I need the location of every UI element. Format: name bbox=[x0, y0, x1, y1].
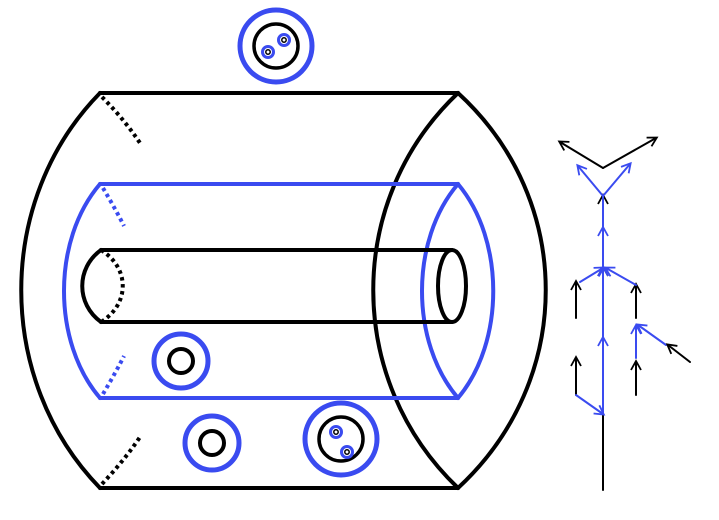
tree-top-black-left bbox=[557, 140, 604, 169]
outer-cylinder-right-rim-inner bbox=[371, 91, 460, 490]
inner-cylinder-hidden-left bbox=[99, 248, 125, 324]
middle-cylinder bbox=[62, 182, 496, 400]
inner-cylinder-left-end bbox=[80, 248, 103, 324]
middle-cylinder-left-end bbox=[62, 182, 102, 400]
tree-right-blue-diag bbox=[635, 323, 667, 346]
tree-left-blue-lower bbox=[575, 394, 606, 416]
outer-cylinder-left-end bbox=[19, 91, 102, 490]
middle-cylinder-hidden-bottom bbox=[101, 355, 126, 396]
outer-cylinder-hidden-top bbox=[100, 95, 142, 145]
inner-cylinder-right-end bbox=[436, 248, 468, 324]
disk-left bbox=[151, 331, 211, 391]
disk-bottom-right bbox=[302, 400, 380, 478]
tree-top-blue-left bbox=[576, 163, 604, 197]
outer-cylinder bbox=[19, 91, 548, 490]
outer-cylinder-right-rim-outer bbox=[456, 91, 548, 490]
tree-top-black-right bbox=[602, 136, 659, 169]
inner-cylinder bbox=[80, 248, 468, 324]
middle-cylinder-right-rim-inner bbox=[420, 182, 460, 400]
tree-graph bbox=[557, 136, 691, 491]
disk-bottom-left bbox=[182, 413, 242, 473]
middle-cylinder-hidden-top bbox=[101, 186, 126, 227]
tree-left-blue-upper bbox=[579, 266, 606, 283]
tree-top-blue-right bbox=[602, 161, 632, 197]
outer-cylinder-hidden-bottom bbox=[100, 435, 142, 486]
disk-top bbox=[237, 7, 315, 85]
tree-right-black-diag bbox=[665, 343, 691, 363]
middle-cylinder-right-rim-outer bbox=[456, 182, 496, 400]
tree-right-blue-upper bbox=[603, 266, 637, 286]
